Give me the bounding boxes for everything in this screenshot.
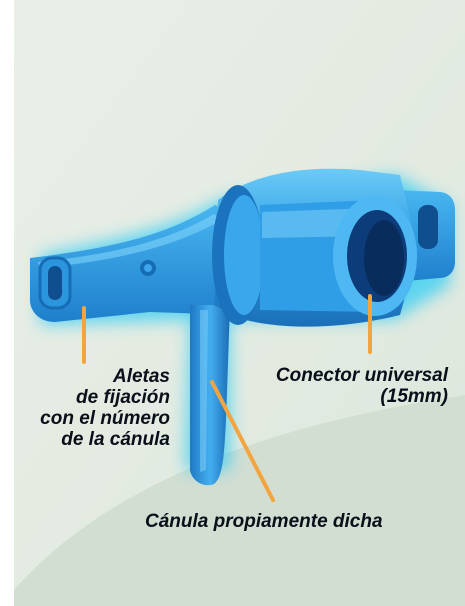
- leader-lines: [82, 294, 372, 502]
- label-conector-line: (15mm): [380, 386, 448, 407]
- label-canula: Cánula propiamente dicha: [145, 511, 383, 532]
- label-aletas-line: Aletas: [112, 366, 170, 387]
- flange-slot-right: [418, 205, 438, 249]
- label-aletas: Aletas de fijación con el número de la c…: [40, 366, 170, 450]
- label-aletas-line: de la cánula: [61, 429, 170, 450]
- label-conector: Conector universal (15mm): [276, 365, 448, 407]
- cannula-shaft: [190, 305, 230, 486]
- label-aletas-line: de fijación: [76, 387, 170, 408]
- label-conector-line: Conector universal: [275, 365, 448, 386]
- label-aletas-line: con el número: [40, 408, 170, 429]
- flange-left: [30, 205, 236, 322]
- background-curve: [14, 395, 465, 606]
- universal-connector: [212, 168, 418, 327]
- leader-canula: [210, 380, 275, 502]
